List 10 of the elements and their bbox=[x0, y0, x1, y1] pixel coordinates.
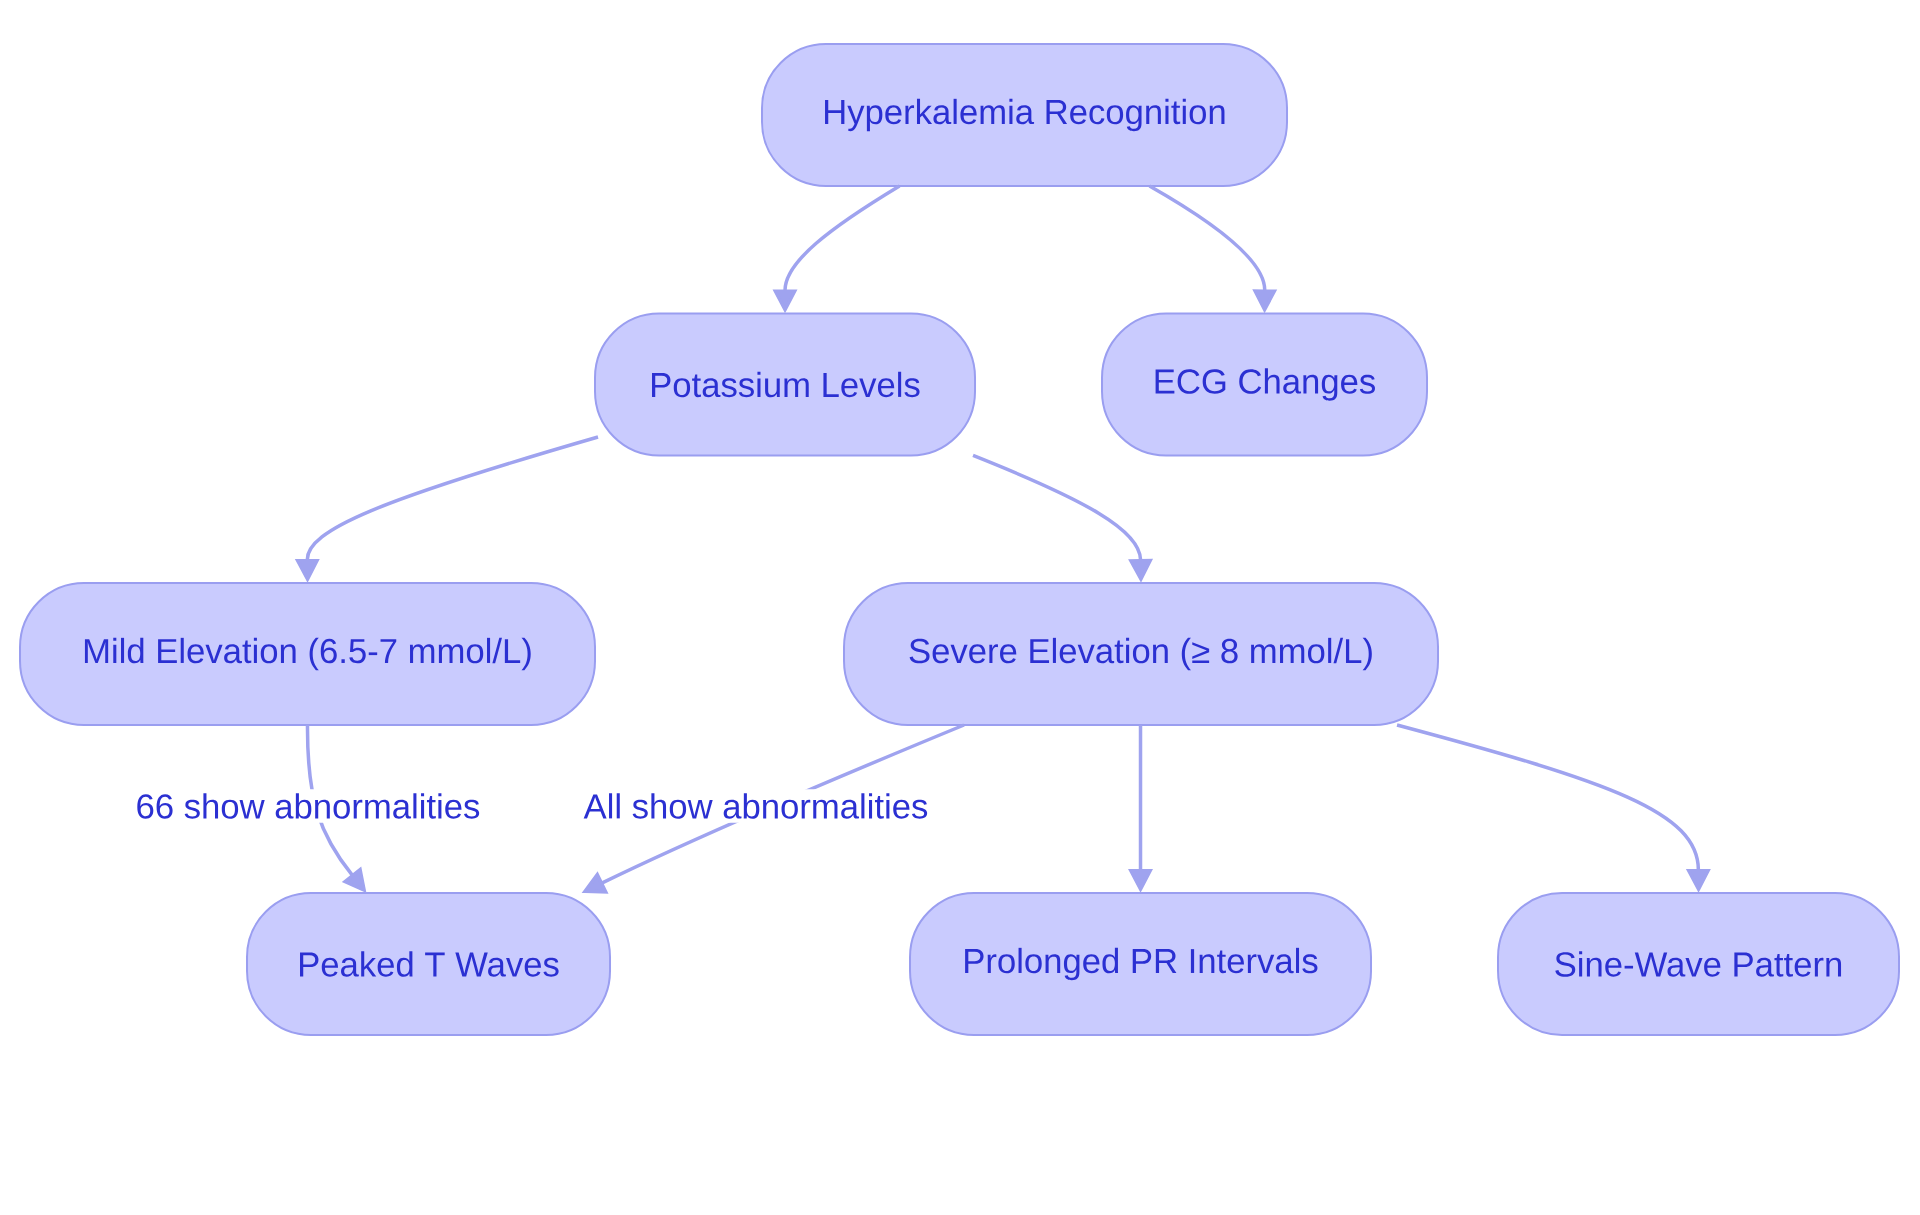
rounded-box: Mild Elevation (6.5-7 mmol/L) bbox=[19, 582, 596, 726]
rounded-box: ECG Changes bbox=[1101, 312, 1428, 457]
edge-label: All show abnormalities bbox=[579, 789, 933, 823]
edge-label: 66 show abnormalities bbox=[131, 789, 485, 823]
rounded-box: Prolonged PR Intervals bbox=[909, 892, 1372, 1036]
rounded-box: Peaked T Waves bbox=[246, 892, 611, 1036]
rounded-box: Hyperkalemia Recognition bbox=[761, 43, 1288, 187]
rounded-box: Potassium Levels bbox=[594, 312, 976, 457]
rounded-box: Sine-Wave Pattern bbox=[1497, 892, 1900, 1036]
rounded-box: Severe Elevation (≥ 8 mmol/L) bbox=[843, 582, 1439, 726]
